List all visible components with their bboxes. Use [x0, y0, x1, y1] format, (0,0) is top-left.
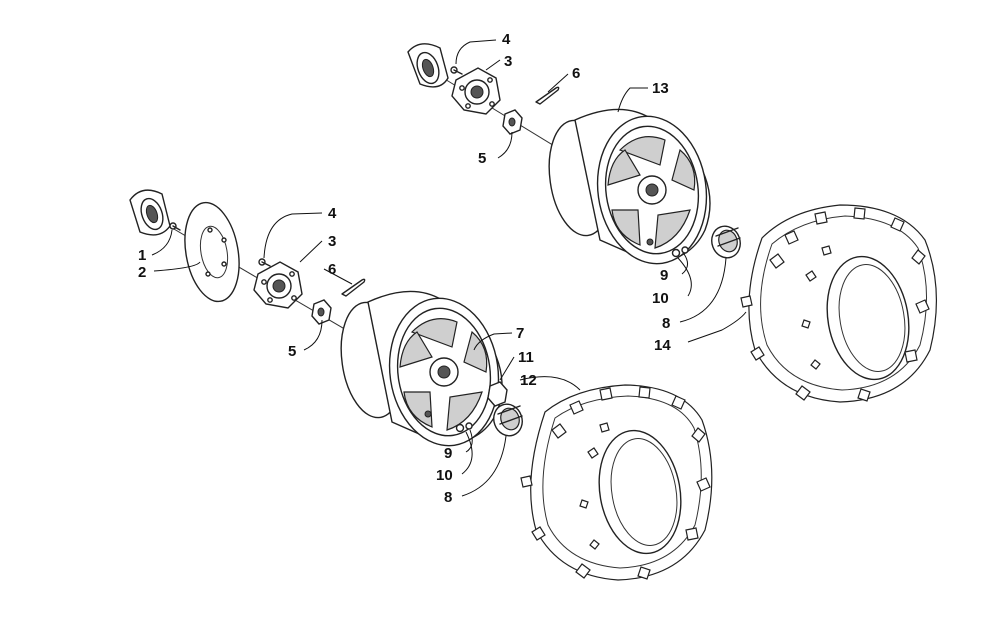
callout-8-lower: 8	[444, 489, 452, 506]
callout-14: 14	[654, 337, 671, 354]
lower-stud	[258, 258, 271, 267]
callout-1: 1	[138, 247, 146, 264]
upper-center-cap	[711, 225, 741, 259]
upper-bearing-housing	[407, 43, 449, 88]
upper-wheel-rim	[548, 108, 711, 265]
lower-axle-assembly	[129, 189, 713, 581]
callout-3-upper: 3	[504, 53, 512, 70]
callout-4-lower: 4	[328, 205, 337, 222]
callout-3-lower: 3	[328, 233, 336, 250]
callout-9-upper: 9	[660, 267, 668, 284]
lower-wheel-rim	[340, 290, 503, 447]
lower-bearing-housing	[129, 189, 171, 236]
lower-brake-disc	[184, 201, 240, 303]
lower-hub-nut	[311, 299, 332, 325]
callout-10-upper: 10	[652, 290, 669, 307]
upper-axle-assembly	[407, 43, 938, 403]
lower-cotter-pin	[341, 278, 366, 297]
callout-13: 13	[652, 80, 669, 97]
leader-lines	[151, 39, 747, 497]
lower-tire	[520, 384, 713, 581]
callout-2: 2	[138, 264, 146, 281]
upper-hub-nut	[502, 109, 523, 135]
callout-9-lower: 9	[444, 445, 452, 462]
upper-valve-stem	[671, 246, 689, 258]
callout-11: 11	[518, 349, 534, 366]
callout-4-upper: 4	[502, 31, 511, 48]
callout-5-lower: 5	[288, 343, 296, 360]
lower-hub	[253, 261, 303, 309]
upper-stud	[450, 66, 463, 75]
callout-12: 12	[520, 372, 537, 389]
callout-7: 7	[516, 325, 524, 342]
upper-cotter-pin	[535, 86, 560, 105]
lower-center-cap	[493, 403, 523, 437]
callout-5-upper: 5	[478, 150, 486, 167]
upper-hub	[451, 67, 501, 115]
callout-labels: 4 3 6 13 5 9 10 8 14 4 3 6 1 2 5 7 11 12…	[138, 31, 671, 506]
callout-8-upper: 8	[662, 315, 670, 332]
lower-lug-nut	[487, 381, 508, 407]
callout-6-upper: 6	[572, 65, 580, 82]
callout-10-lower: 10	[436, 467, 453, 484]
lower-valve-stem	[455, 422, 473, 433]
upper-tire	[740, 204, 938, 403]
callout-6-lower: 6	[328, 261, 336, 278]
lower-rotor-screw	[169, 222, 181, 231]
